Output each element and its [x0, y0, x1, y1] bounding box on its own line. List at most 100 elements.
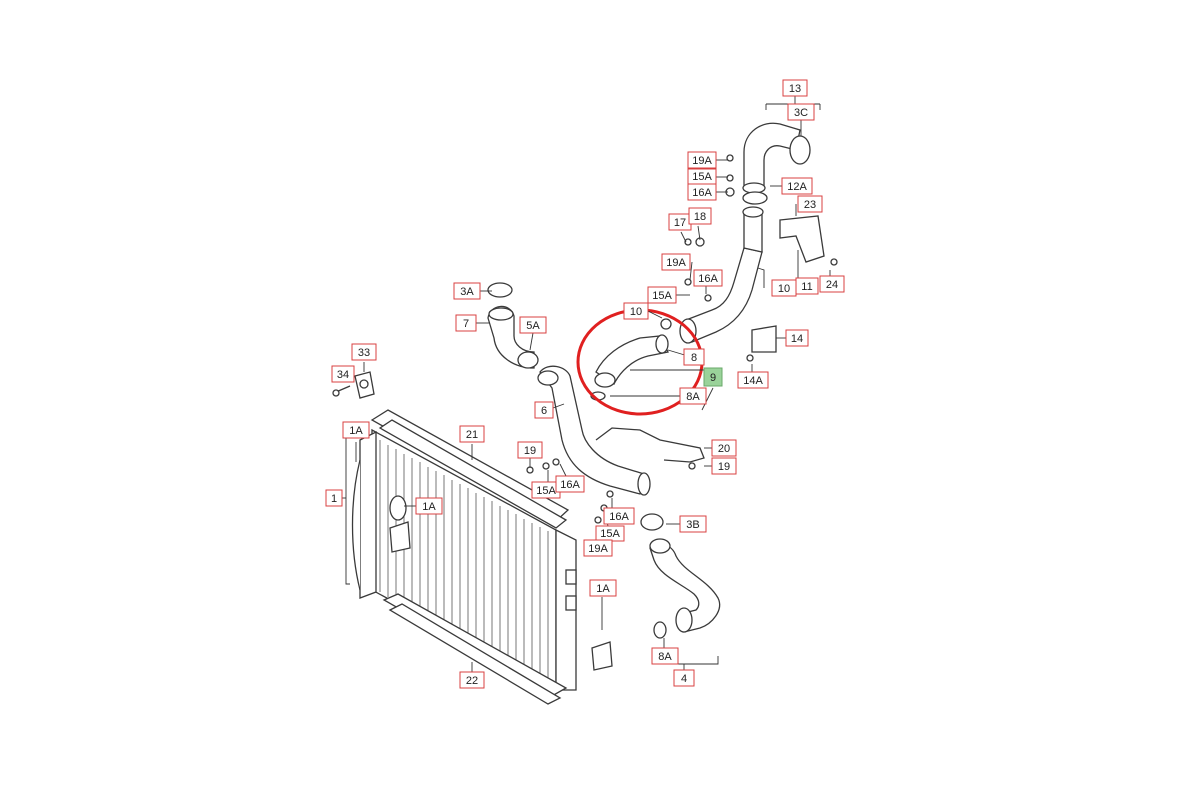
charge-pipe-6: [537, 365, 651, 496]
svg-text:15A: 15A: [692, 171, 712, 183]
svg-text:1: 1: [331, 493, 337, 505]
svg-text:8: 8: [691, 352, 697, 364]
label-14[interactable]: 14: [785, 329, 809, 347]
label-1A-bottom[interactable]: 1A: [589, 579, 617, 597]
svg-text:3B: 3B: [686, 519, 699, 531]
svg-text:1A: 1A: [422, 501, 436, 513]
label-22[interactable]: 22: [459, 671, 485, 689]
svg-text:9: 9: [710, 372, 716, 384]
label-15A-top[interactable]: 15A: [687, 168, 717, 185]
svg-text:15A: 15A: [536, 485, 556, 497]
label-3A[interactable]: 3A: [453, 282, 481, 300]
label-10-right[interactable]: 10: [771, 279, 797, 297]
label-4[interactable]: 4: [673, 669, 695, 687]
label-16A-top[interactable]: 16A: [687, 183, 717, 201]
svg-text:34: 34: [337, 369, 349, 381]
svg-text:16A: 16A: [698, 273, 718, 285]
label-34[interactable]: 34: [331, 365, 355, 383]
label-13[interactable]: 13: [782, 79, 808, 97]
label-6[interactable]: 6: [534, 401, 554, 419]
label-1A-left[interactable]: 1A: [342, 421, 370, 439]
svg-text:19A: 19A: [588, 543, 608, 555]
label-23[interactable]: 23: [797, 195, 823, 213]
label-11[interactable]: 11: [795, 277, 819, 295]
svg-text:19: 19: [718, 461, 730, 473]
label-16A-mid[interactable]: 16A: [693, 269, 723, 287]
label-1A-mid[interactable]: 1A: [415, 497, 443, 515]
bolt-34: [332, 385, 351, 397]
svg-text:24: 24: [826, 279, 838, 291]
svg-text:1A: 1A: [349, 425, 363, 437]
svg-text:14A: 14A: [743, 375, 763, 387]
svg-text:19A: 19A: [666, 257, 686, 269]
svg-text:19A: 19A: [692, 155, 712, 167]
label-19A-bottom[interactable]: 19A: [583, 539, 613, 557]
svg-text:22: 22: [466, 675, 478, 687]
svg-text:10: 10: [630, 306, 642, 318]
svg-text:21: 21: [466, 429, 478, 441]
label-19-left[interactable]: 19: [517, 441, 543, 459]
charge-pipe-11: [679, 206, 764, 344]
label-9[interactable]: 9: [703, 367, 723, 387]
svg-text:16A: 16A: [609, 511, 629, 523]
svg-text:3C: 3C: [794, 107, 808, 119]
bracket-23: [779, 215, 825, 263]
label-8A-bottom[interactable]: 8A: [651, 647, 679, 665]
svg-text:3A: 3A: [460, 286, 474, 298]
label-1[interactable]: 1: [325, 489, 343, 507]
svg-text:20: 20: [718, 443, 730, 455]
intercooler-core: [351, 409, 613, 705]
label-15A-low[interactable]: 15A: [531, 481, 561, 499]
label-20[interactable]: 20: [711, 439, 737, 457]
svg-text:10: 10: [778, 283, 790, 295]
part-labels: 13 3C 19A 15A 16A 12A 23 17: [325, 79, 845, 689]
label-15A-mid[interactable]: 15A: [647, 286, 677, 304]
svg-text:11: 11: [801, 281, 812, 293]
svg-text:17: 17: [674, 217, 686, 229]
svg-text:19: 19: [524, 445, 536, 457]
svg-text:33: 33: [358, 347, 370, 359]
hose-7: [487, 282, 539, 369]
elbow-13: [742, 122, 811, 205]
label-8[interactable]: 8: [683, 348, 705, 366]
label-18[interactable]: 18: [688, 207, 712, 225]
svg-text:18: 18: [694, 211, 706, 223]
svg-text:23: 23: [804, 199, 816, 211]
bracket-20: [595, 427, 705, 463]
svg-text:7: 7: [463, 318, 469, 330]
svg-text:4: 4: [681, 673, 687, 685]
label-21[interactable]: 21: [459, 425, 485, 443]
bracket-33: [354, 371, 375, 399]
label-33[interactable]: 33: [351, 343, 377, 361]
label-19A-mid[interactable]: 19A: [661, 253, 691, 271]
svg-text:12A: 12A: [787, 181, 807, 193]
label-7[interactable]: 7: [455, 314, 477, 332]
svg-text:1A: 1A: [596, 583, 610, 595]
svg-text:16A: 16A: [692, 187, 712, 199]
clamp-3B: [640, 513, 664, 531]
svg-text:15A: 15A: [600, 528, 620, 540]
label-16A-bottom[interactable]: 16A: [603, 507, 635, 525]
label-24[interactable]: 24: [819, 275, 845, 293]
label-15A-bottom[interactable]: 15A: [595, 525, 625, 542]
label-3B[interactable]: 3B: [679, 515, 707, 533]
label-12A[interactable]: 12A: [781, 177, 813, 195]
label-10-mid[interactable]: 10: [623, 302, 649, 320]
svg-text:5A: 5A: [526, 320, 540, 332]
label-19A-top[interactable]: 19A: [687, 151, 717, 169]
label-19-right[interactable]: 19: [711, 457, 737, 475]
label-3C[interactable]: 3C: [787, 103, 815, 121]
svg-text:13: 13: [789, 83, 801, 95]
label-8A-top[interactable]: 8A: [679, 387, 707, 405]
svg-text:14: 14: [791, 333, 803, 345]
svg-text:6: 6: [541, 405, 547, 417]
label-17[interactable]: 17: [668, 213, 692, 231]
bracket-14: [751, 325, 777, 353]
hose-4: [649, 538, 721, 639]
label-14A[interactable]: 14A: [737, 371, 769, 389]
hose-8: [590, 318, 672, 401]
label-5A[interactable]: 5A: [519, 316, 547, 334]
label-16A-low[interactable]: 16A: [555, 475, 585, 493]
svg-text:15A: 15A: [652, 290, 672, 302]
